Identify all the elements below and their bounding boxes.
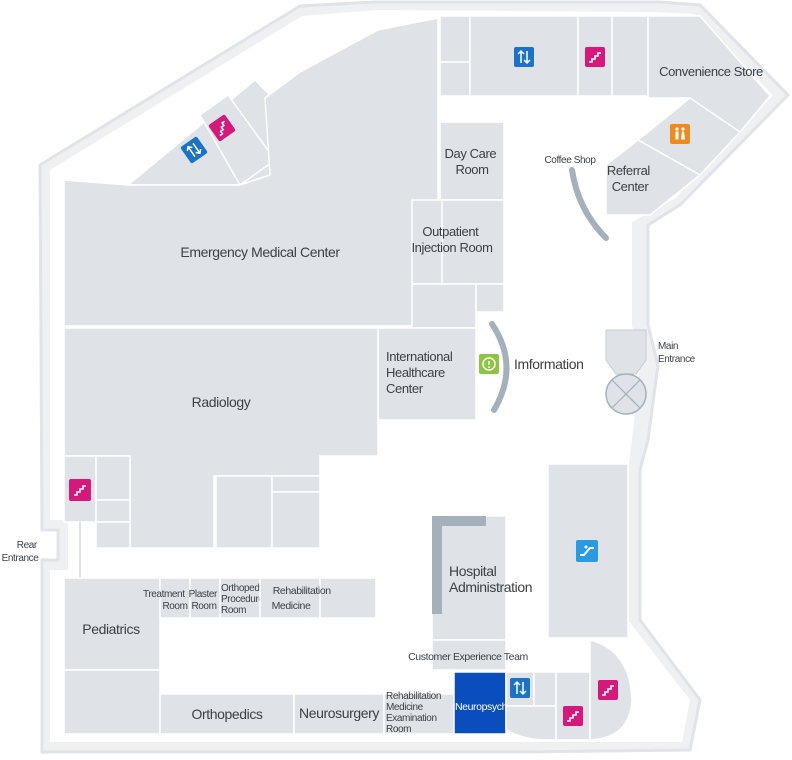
label-ortho-proc-3: Room bbox=[221, 605, 246, 616]
svg-text:International Healthcare: International Healthcare Center bbox=[386, 349, 456, 396]
stairs-icon[interactable] bbox=[563, 706, 583, 726]
room-outpatient bbox=[439, 199, 505, 285]
label-neurosurgery: Neurosurgery bbox=[299, 705, 379, 721]
label-orthopedics: Orthopedics bbox=[191, 706, 262, 722]
label-day-care-2: Room bbox=[455, 162, 488, 177]
room-cx-team bbox=[431, 639, 507, 671]
svg-text:Orthopedic Procedure R: Orthopedic Procedure Room bbox=[221, 583, 268, 616]
svg-text:Referral Center: Referral Center bbox=[607, 163, 653, 194]
label-rehab-exam-1: Rehabilitation bbox=[386, 691, 441, 702]
room-international bbox=[377, 327, 477, 421]
admin-wall-h bbox=[432, 516, 486, 526]
stairs-icon[interactable] bbox=[208, 114, 236, 142]
label-rehab-exam-2: Medicine bbox=[386, 702, 424, 713]
label-ortho-proc-1: Orthopedic bbox=[221, 583, 266, 594]
elevator-icon[interactable] bbox=[514, 47, 534, 67]
label-plaster-2: Room bbox=[191, 601, 216, 612]
room-referral bbox=[605, 139, 702, 216]
label-admin-2: Administration bbox=[449, 579, 532, 595]
main-entrance-vestibule bbox=[605, 329, 647, 375]
room-hospital-admin bbox=[431, 515, 507, 641]
room-top-4 bbox=[611, 15, 649, 97]
coffee-counter bbox=[569, 167, 609, 241]
label-cx-team: Customer Experience Team bbox=[408, 651, 528, 663]
room-day-care bbox=[439, 121, 505, 201]
label-coffee: Coffee Shop bbox=[544, 155, 596, 166]
label-plaster-1: Plaster bbox=[189, 589, 218, 600]
room-left-sub-1 bbox=[95, 455, 131, 501]
room-pediatrics bbox=[63, 577, 161, 671]
room-small-b bbox=[475, 283, 505, 313]
svg-text:Rehabilitation Medicine: Rehabilitation Medicine bbox=[272, 585, 334, 612]
svg-text:Main Entrance: Main Entrance bbox=[658, 341, 696, 365]
label-rear-1: Rear bbox=[17, 540, 38, 551]
label-day-care-1: Day Care bbox=[445, 146, 497, 161]
stairs-icon[interactable] bbox=[598, 680, 618, 700]
room-outpatient-wing bbox=[411, 199, 443, 285]
label-outpatient-1: Outpatient bbox=[422, 224, 479, 239]
stairs-icon[interactable] bbox=[69, 479, 91, 501]
label-international-3: Center bbox=[386, 381, 424, 396]
escalator-icon[interactable] bbox=[576, 540, 598, 562]
room-radiology-sub-3 bbox=[271, 491, 321, 549]
svg-text:Plaster Room: Plaster Room bbox=[189, 589, 220, 612]
label-international-2: Healthcare bbox=[386, 365, 445, 380]
label-radiology: Radiology bbox=[192, 394, 251, 410]
svg-text:Rear Entrance: Rear Entrance bbox=[2, 540, 40, 564]
label-treatment-1: Treatment bbox=[143, 589, 185, 600]
svg-text:Day Care Room: Day Care Room bbox=[445, 146, 500, 177]
label-rear-2: Entrance bbox=[2, 553, 40, 564]
room-left-sub-3 bbox=[95, 521, 131, 549]
room-small-a bbox=[411, 283, 477, 329]
room-bottom-r2 bbox=[505, 705, 557, 741]
revolving-door-icon bbox=[605, 373, 647, 415]
room-emergency bbox=[63, 17, 439, 327]
label-rehab-med-2: Medicine bbox=[272, 600, 311, 612]
label-main-entrance-1: Main bbox=[658, 341, 678, 352]
label-rehab-med-1: Rehabilitation bbox=[273, 585, 332, 597]
label-referral-2: Center bbox=[612, 179, 650, 194]
label-outpatient-2: Injection Room bbox=[411, 240, 492, 255]
info-icon[interactable] bbox=[479, 354, 499, 374]
room-radiology-sub-2 bbox=[271, 475, 321, 493]
label-referral-1: Referral bbox=[607, 163, 651, 178]
label-convenience: Convenience Store bbox=[659, 64, 763, 79]
elevator-icon[interactable] bbox=[510, 678, 530, 698]
room-bottom-r1 bbox=[533, 671, 557, 707]
room-rehab-med-2 bbox=[319, 577, 377, 619]
label-treatment-2: Room bbox=[162, 601, 187, 612]
label-rehab-exam-4: Room bbox=[386, 724, 411, 735]
label-ortho-proc-2: Procedure bbox=[221, 594, 264, 605]
label-emergency: Emergency Medical Center bbox=[180, 244, 340, 260]
label-main-entrance-2: Entrance bbox=[658, 354, 696, 365]
svg-text:Rehabilitation Medicine: Rehabilitation Medicine Examination Room bbox=[386, 691, 443, 735]
room-orthopedics bbox=[159, 693, 295, 735]
room-pediatrics-lower bbox=[63, 669, 161, 735]
info-counter bbox=[489, 321, 510, 413]
room-rehab-med bbox=[259, 577, 321, 619]
room-top-1 bbox=[439, 15, 471, 97]
admin-wall-v bbox=[432, 516, 442, 614]
restroom-icon[interactable] bbox=[670, 124, 690, 144]
label-international-1: International bbox=[386, 349, 453, 364]
elevator-icon[interactable] bbox=[180, 136, 208, 164]
stairs-icon[interactable] bbox=[585, 47, 605, 67]
room-neurosurgery bbox=[293, 693, 385, 735]
svg-text:Hospital Administration: Hospital Administration bbox=[449, 563, 532, 595]
room-radiology-sub-1 bbox=[215, 475, 273, 549]
svg-text:Outpatient Injection Room: Outpatient Injection Room bbox=[411, 224, 492, 255]
room-left-sub-2 bbox=[95, 499, 131, 523]
label-pediatrics: Pediatrics bbox=[82, 621, 140, 637]
label-rehab-exam-3: Examination bbox=[386, 713, 437, 724]
svg-text:Treatment Room: Treatment Room bbox=[143, 589, 188, 612]
label-information: Imformation bbox=[514, 356, 584, 372]
label-admin-1: Hospital bbox=[449, 563, 497, 579]
